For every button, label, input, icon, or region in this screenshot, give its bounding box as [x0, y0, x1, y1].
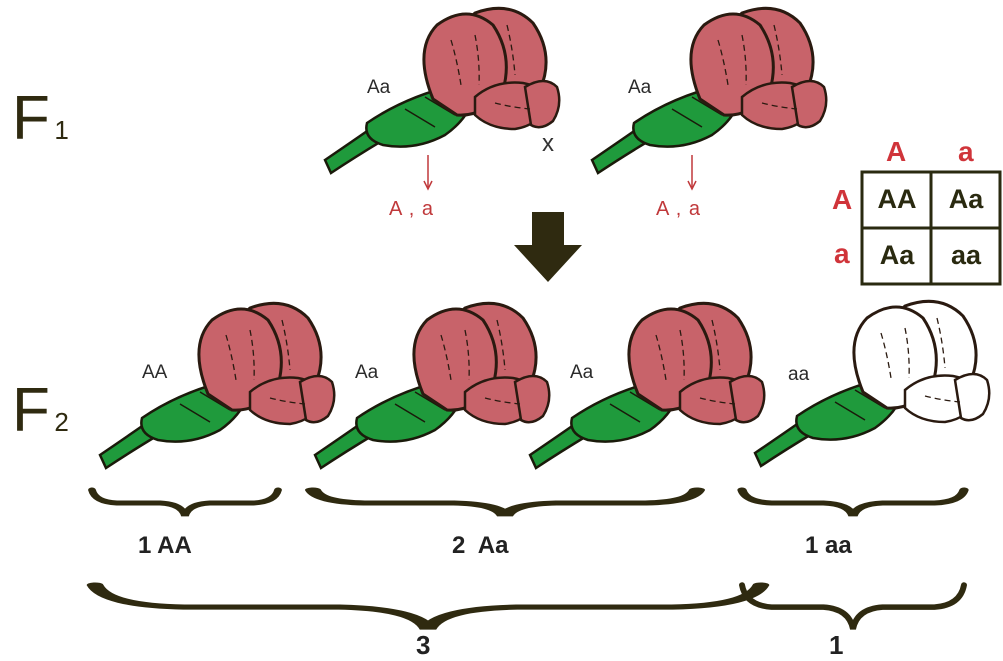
brace-ratio-3	[95, 585, 761, 629]
label-f2-sub: 2	[54, 407, 68, 437]
offspring-4-genotype: aa	[788, 364, 809, 386]
punnett-col-header-a: a	[958, 136, 974, 168]
group-count-aa: 1 aa	[805, 532, 852, 560]
label-f2-letter: F	[12, 376, 50, 445]
punnett-cell-Aa-top: Aa	[933, 174, 999, 224]
punnett-row-header-A: A	[832, 184, 852, 216]
gamete-arrow-2	[688, 155, 696, 189]
parent-1-gametes: A , a	[389, 198, 434, 221]
brace-ratio-1	[742, 585, 964, 629]
offspring-3-genotype: Aa	[570, 362, 593, 384]
offspring-1-genotype: AA	[142, 362, 167, 384]
gamete-arrow-1	[424, 155, 432, 189]
label-f1-sub: 1	[54, 115, 68, 145]
punnett-cell-aa: aa	[933, 230, 999, 280]
parent-flower-1	[325, 8, 559, 173]
ratio-recessive: 1	[829, 630, 843, 661]
offspring-flower-AA	[100, 303, 334, 468]
offspring-2-genotype: Aa	[355, 362, 378, 384]
brace-group-aa	[742, 490, 964, 516]
parent-1-genotype: Aa	[367, 77, 390, 99]
offspring-flower-Aa-2	[530, 303, 764, 468]
cross-symbol: x	[542, 130, 554, 158]
group-count-Aa: 2 Aa	[452, 532, 508, 560]
group-count-AA: 1 AA	[138, 532, 192, 560]
label-f1: F 1	[12, 88, 69, 150]
punnett-row-header-a: a	[834, 238, 850, 270]
punnett-cell-AA: AA	[864, 174, 930, 224]
punnett-cell-Aa-bottom: Aa	[864, 230, 930, 280]
generation-arrow	[514, 212, 582, 282]
brace-group-Aa	[313, 490, 697, 516]
ratio-dominant: 3	[416, 630, 430, 661]
brace-group-AA	[92, 490, 278, 516]
punnett-square: A a A a AA Aa Aa aa	[826, 142, 1001, 287]
punnett-col-header-A: A	[886, 136, 906, 168]
parent-2-genotype: Aa	[628, 77, 651, 99]
label-f2: F 2	[12, 380, 69, 442]
parent-2-gametes: A , a	[656, 198, 701, 221]
label-f1-letter: F	[12, 84, 50, 153]
offspring-flower-Aa-1	[315, 303, 549, 468]
